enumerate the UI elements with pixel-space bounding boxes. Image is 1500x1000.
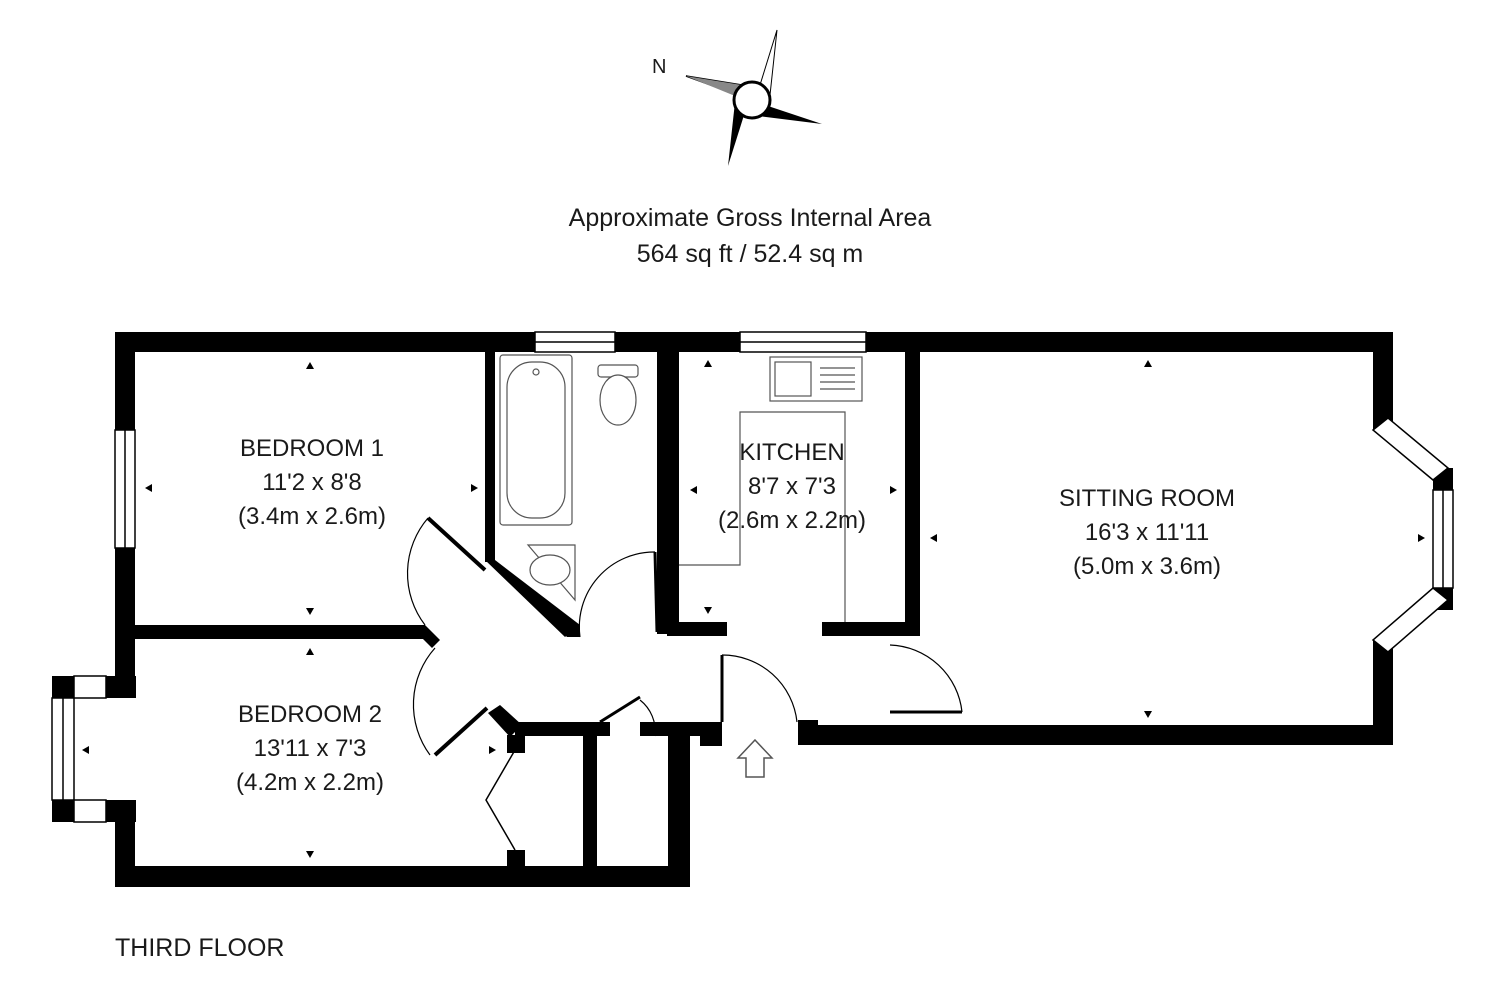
floor-label: THIRD FLOOR	[115, 934, 285, 962]
room-name: BEDROOM 1	[239, 435, 385, 462]
room-name: SITTING ROOM	[1059, 485, 1235, 512]
north-label: N	[652, 56, 667, 78]
room-label-bedroom-2: BEDROOM 2 13'11 x 7'3 (4.2m x 2.2m)	[150, 698, 470, 800]
room-dimensions-imperial: 11'2 x 8'8	[262, 469, 362, 496]
room-dimensions-metric: (4.2m x 2.2m)	[235, 769, 385, 796]
room-dimensions-imperial: 16'3 x 11'11	[1084, 519, 1210, 546]
area-value: 564 sq ft / 52.4 sq m	[636, 240, 864, 268]
compass-rose-icon	[685, 29, 822, 166]
room-dimensions-metric: (3.4m x 2.6m)	[237, 503, 387, 530]
gross-internal-area: Approximate Gross Internal Area 564 sq f…	[450, 200, 1050, 272]
room-label-sitting-room: SITTING ROOM 16'3 x 11'11 (5.0m x 3.6m)	[987, 482, 1307, 584]
area-heading: Approximate Gross Internal Area	[568, 204, 932, 232]
room-dimensions-metric: (5.0m x 3.6m)	[1072, 553, 1222, 580]
door-swings	[406, 516, 963, 851]
room-dimensions-metric: (2.6m x 2.2m)	[717, 507, 867, 534]
room-label-kitchen: KITCHEN 8'7 x 7'3 (2.6m x 2.2m)	[632, 436, 952, 538]
room-name: KITCHEN	[739, 439, 845, 466]
room-label-bedroom-1: BEDROOM 1 11'2 x 8'8 (3.4m x 2.6m)	[152, 432, 472, 534]
room-name: BEDROOM 2	[237, 701, 383, 728]
fixtures	[499, 354, 863, 622]
walls	[52, 332, 1453, 887]
room-dimensions-imperial: 8'7 x 7'3	[748, 473, 836, 500]
entrance-arrow-icon	[736, 738, 774, 778]
dimension-arrows	[82, 360, 1425, 858]
windows	[51, 331, 1454, 823]
room-dimensions-imperial: 13'11 x 7'3	[253, 735, 367, 762]
